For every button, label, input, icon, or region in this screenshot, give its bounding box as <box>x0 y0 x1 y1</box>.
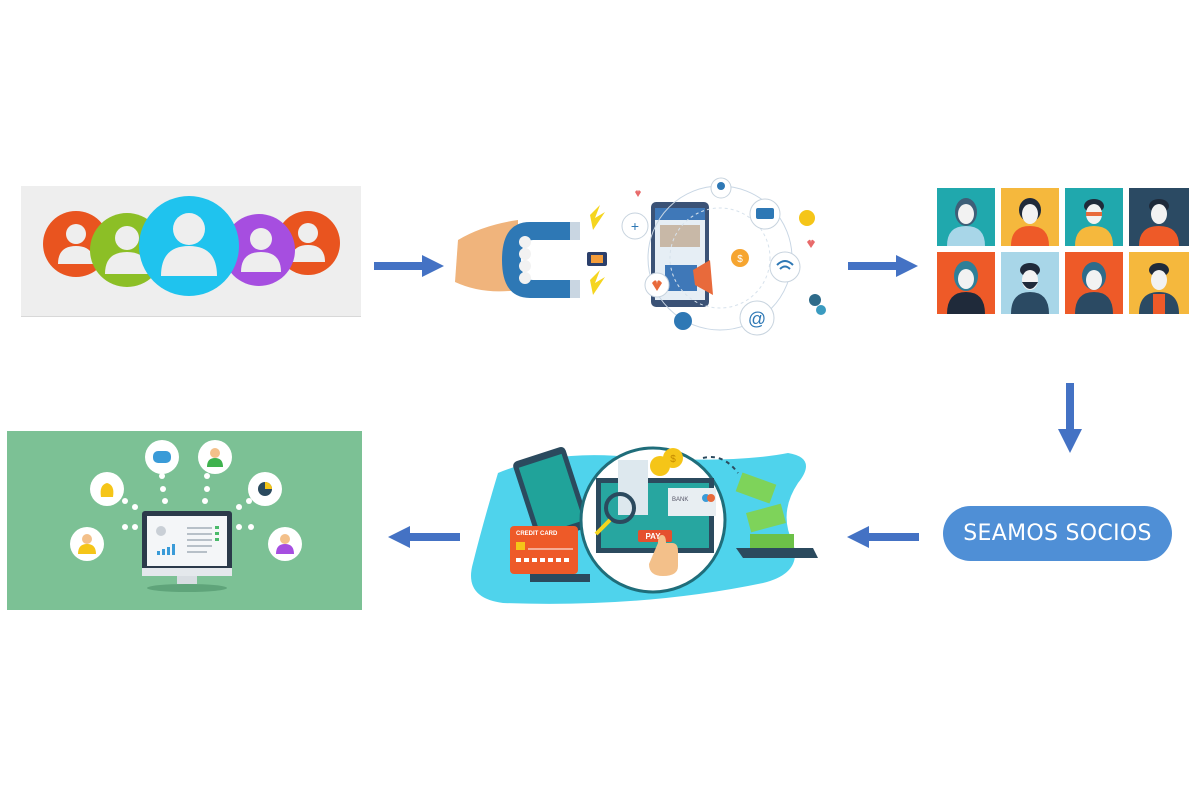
social-icons: + $ @ <box>621 177 826 336</box>
svg-text:$: $ <box>737 254 743 265</box>
network-node-user-yellow <box>70 527 104 561</box>
audience-panel <box>21 186 361 317</box>
user-group-icon <box>43 196 340 296</box>
avatar-tile <box>937 188 995 246</box>
online-payment-icon: $ BANK PAY CREDIT CARD <box>471 446 818 604</box>
arrow-left-icon <box>847 526 919 548</box>
avatar-grid-icon <box>937 188 1189 314</box>
seamos-socios-button[interactable]: SEAMOS SOCIOS <box>943 506 1172 561</box>
arrow-right-icon <box>374 255 444 277</box>
computer-network-icon <box>70 440 302 592</box>
payment-panel: $ BANK PAY CREDIT CARD <box>468 438 823 606</box>
svg-text:+: + <box>631 218 639 234</box>
attract-panel: + $ @ <box>455 170 840 350</box>
arrow-right-icon <box>848 255 918 277</box>
avatar-tile <box>937 252 995 314</box>
magnifier-icon <box>604 492 636 524</box>
megaphone-icon <box>693 260 713 295</box>
pointing-hand-icon <box>649 535 678 576</box>
network-node-chart <box>248 472 282 506</box>
network-panel <box>7 431 362 610</box>
money-icon <box>735 472 818 558</box>
network-node-money-bag <box>90 472 124 506</box>
arrow-down-icon <box>1058 383 1082 453</box>
pay-label: PAY <box>645 532 661 541</box>
credit-card-label: CREDIT CARD <box>516 531 558 537</box>
avatar-tile <box>1065 252 1123 314</box>
avatar-tile <box>1001 252 1059 314</box>
hand-icon <box>455 220 518 292</box>
network-node-user-purple <box>268 527 302 561</box>
network-node-chat <box>145 440 179 474</box>
leads-panel <box>937 188 1189 314</box>
avatar-tile <box>1001 188 1059 246</box>
svg-text:$: $ <box>670 454 676 465</box>
avatar-tile <box>1129 252 1189 314</box>
avatar-tile <box>1065 188 1123 246</box>
mobile-device-icon <box>513 446 590 543</box>
arrow-left-icon <box>388 526 460 548</box>
user-circle-cyan <box>139 196 239 296</box>
bank-label: BANK <box>672 497 688 503</box>
monitor-icon <box>142 511 232 592</box>
svg-text:@: @ <box>748 309 766 329</box>
magnet-icon <box>502 222 575 298</box>
network-node-user-green <box>198 440 232 474</box>
magnet-marketing-icon: + $ @ <box>455 177 826 336</box>
user-circle-purple <box>223 214 295 286</box>
avatar-tile <box>1129 188 1189 246</box>
